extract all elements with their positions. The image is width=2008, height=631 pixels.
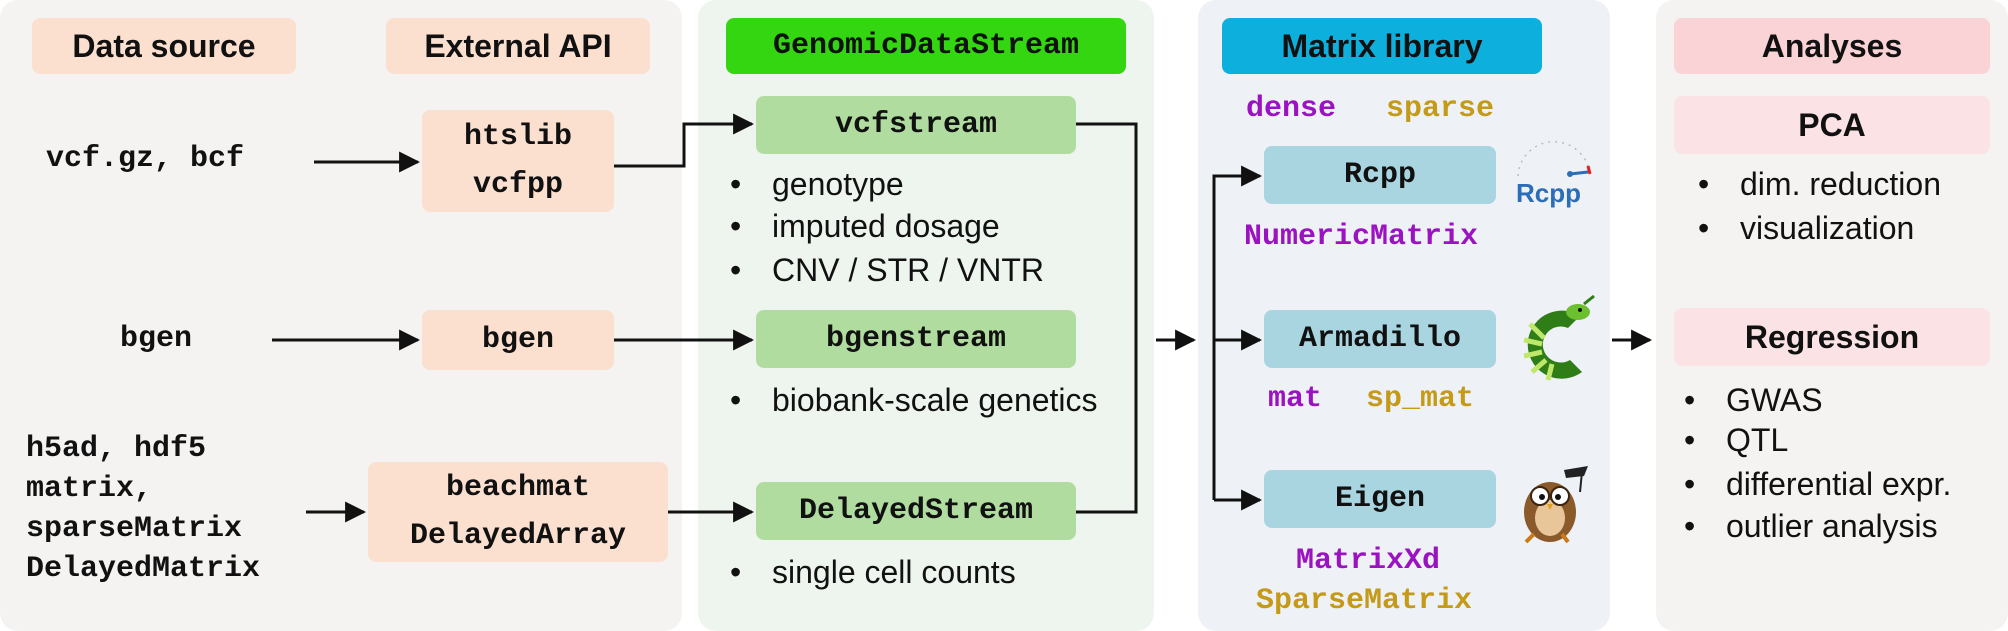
analyses-header: Analyses: [1674, 18, 1990, 74]
rcpp-gauge-icon: [1517, 140, 1592, 177]
vcfstream-bullet-dosage: imputed dosage: [730, 208, 1000, 245]
pca-node: PCA: [1674, 96, 1990, 154]
eigen-matrixxd-label: MatrixXd: [1296, 544, 1441, 578]
api-htslib-label: htslib: [463, 120, 573, 154]
pca-bullet-dim-reduction: dim. reduction: [1698, 166, 1941, 203]
matrix-dense-label: dense: [1246, 92, 1337, 126]
connector-vcfstream-merge: [1076, 122, 1138, 514]
api-beachmat-label: beachmat: [445, 471, 591, 505]
regression-bullet-qtl: QTL: [1684, 422, 1788, 459]
eigen-node: Eigen: [1264, 470, 1496, 528]
eigen-logo: [1510, 462, 1596, 546]
regression-bullet-differential-expr: differential expr.: [1684, 466, 1951, 503]
api-beachmat-delayedarray: beachmat DelayedArray: [368, 462, 668, 562]
genomic-data-stream-header: GenomicDataStream: [726, 18, 1126, 74]
rcpp-logo: Rcpp: [1510, 136, 1596, 212]
api-bgen: bgen: [422, 310, 614, 370]
source-sparse-matrix: sparseMatrix: [26, 512, 243, 546]
regression-bullet-gwas: GWAS: [1684, 382, 1822, 419]
armadillo-node: Armadillo: [1264, 310, 1496, 368]
delayedstream-node: DelayedStream: [756, 482, 1076, 540]
source-matrix: matrix,: [26, 472, 153, 506]
rcpp-numeric-matrix-label: NumericMatrix: [1244, 220, 1479, 254]
source-bgen: bgen: [120, 322, 193, 356]
source-vcf: vcf.gz, bcf: [46, 142, 245, 176]
armadillo-sp-mat-label: sp_mat: [1366, 382, 1475, 416]
rcpp-logo-text: Rcpp: [1516, 178, 1581, 208]
regression-node: Regression: [1674, 308, 1990, 366]
vcfstream-bullet-genotype: genotype: [730, 166, 904, 203]
data-source-header: Data source: [32, 18, 296, 74]
bgenstream-node: bgenstream: [756, 310, 1076, 368]
rcpp-node: Rcpp: [1264, 146, 1496, 204]
vcfstream-node: vcfstream: [756, 96, 1076, 154]
vcfstream-bullet-cnv: CNV / STR / VNTR: [730, 252, 1044, 289]
eigen-sparsematrix-label: SparseMatrix: [1256, 584, 1473, 618]
arrow-htslib-to-vcfstream: [614, 113, 755, 168]
delayedstream-bullet-single-cell: single cell counts: [730, 554, 1016, 591]
armadillo-mat-label: mat: [1268, 382, 1323, 416]
pca-bullet-visualization: visualization: [1698, 210, 1914, 247]
matrix-library-header: Matrix library: [1222, 18, 1542, 74]
regression-bullet-outlier: outlier analysis: [1684, 508, 1938, 545]
bgenstream-bullet-biobank: biobank-scale genetics: [730, 382, 1097, 419]
external-api-header: External API: [386, 18, 650, 74]
api-htslib-vcfpp: htslib vcfpp: [422, 110, 614, 212]
owl-icon: [1524, 466, 1588, 544]
arrow-to-rcpp: [1212, 165, 1263, 500]
source-delayed-matrix: DelayedMatrix: [26, 552, 261, 586]
armadillo-icon: [1523, 294, 1595, 381]
api-vcfpp-label: vcfpp: [472, 168, 563, 202]
source-h5ad: h5ad, hdf5: [26, 432, 207, 466]
api-delayedarray-label: DelayedArray: [409, 519, 627, 553]
matrix-sparse-label: sparse: [1386, 92, 1495, 126]
armadillo-logo: [1510, 290, 1596, 390]
